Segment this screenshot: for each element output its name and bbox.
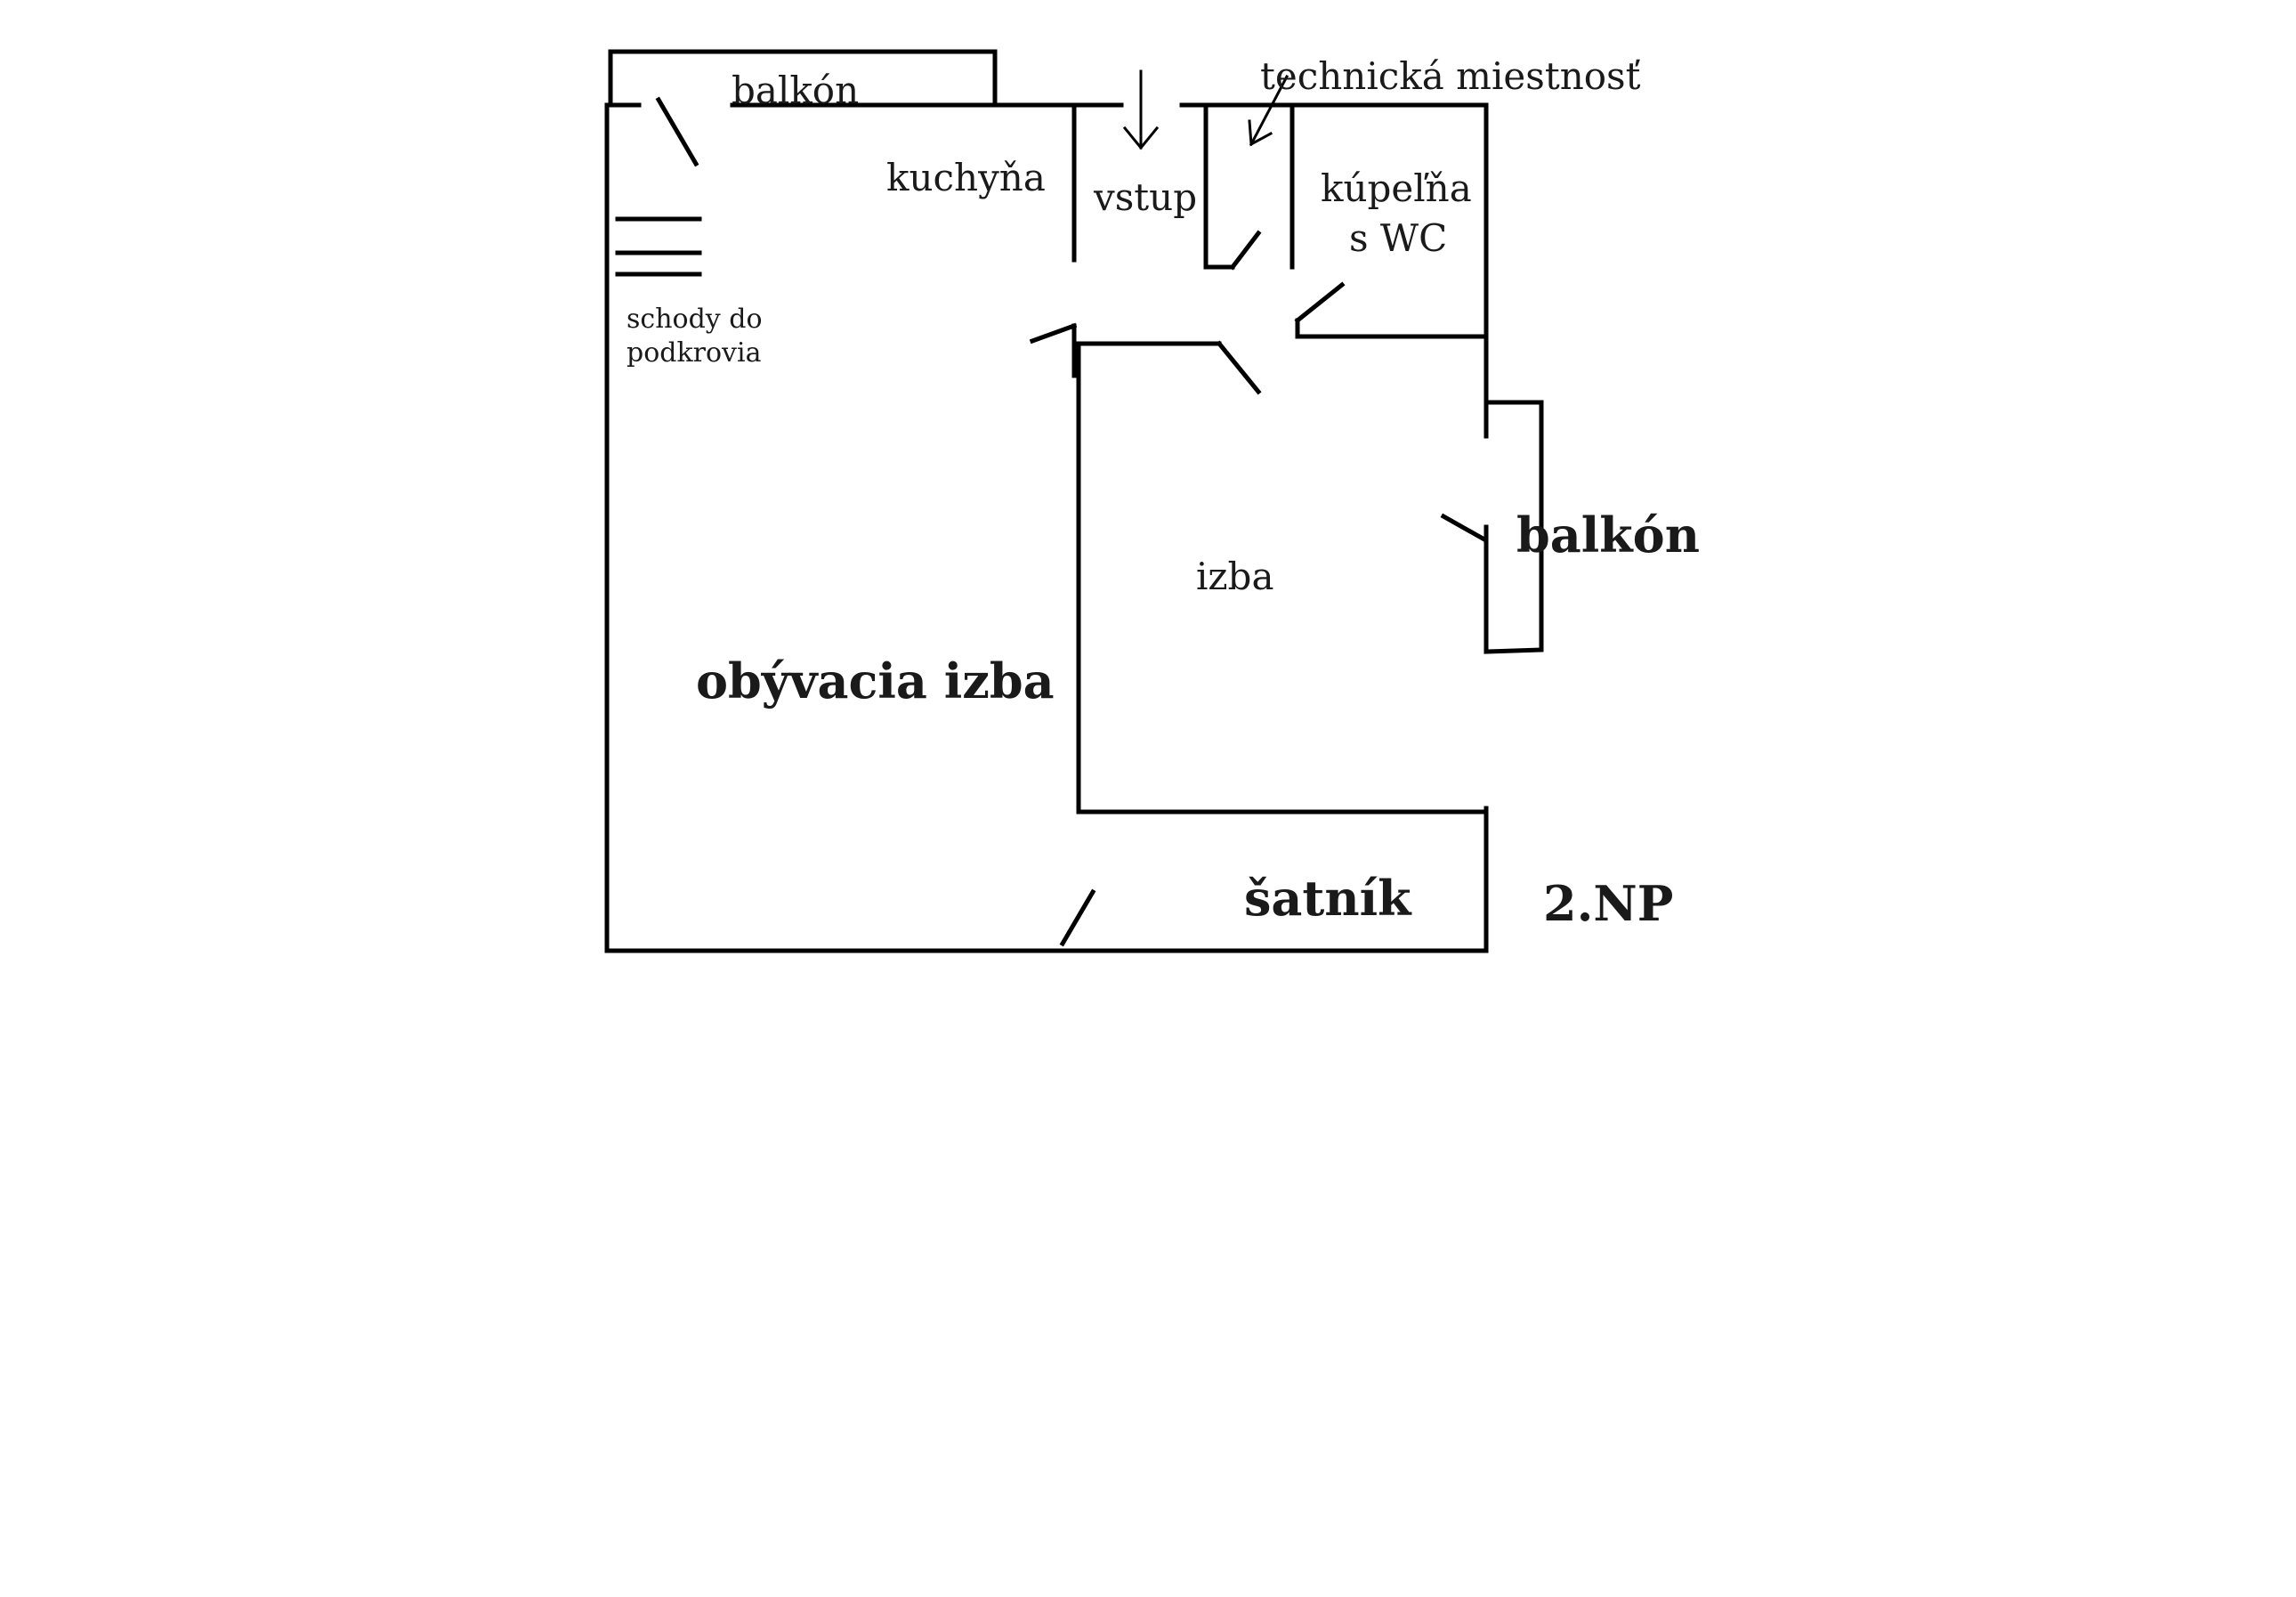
label-balcony-top: balkón bbox=[732, 69, 859, 112]
bedroom-walls bbox=[1029, 322, 1489, 815]
balcony-right-outline bbox=[1484, 400, 1544, 654]
door-wardrobe bbox=[1059, 888, 1096, 947]
label-stairs-line1: schody do bbox=[627, 304, 763, 335]
label-balcony-right: balkón bbox=[1516, 507, 1700, 563]
stairs-icon bbox=[615, 216, 702, 277]
entrance-arrow-icon bbox=[1122, 69, 1160, 150]
label-wardrobe: šatník bbox=[1244, 870, 1412, 927]
outer-walls bbox=[604, 102, 1489, 953]
label-bathroom-line2: s WC bbox=[1349, 216, 1447, 260]
label-floor: 2.NP bbox=[1543, 875, 1673, 932]
label-living-room: obývacia izba bbox=[696, 653, 1055, 709]
label-entrance: vstup bbox=[1093, 175, 1197, 219]
label-stairs-line2: podkrovia bbox=[627, 337, 762, 369]
technical-room-walls bbox=[1203, 102, 1295, 271]
label-technical-room: technická miestnosť bbox=[1260, 54, 1641, 98]
door-balcony-right bbox=[1440, 513, 1488, 543]
door-balcony-top bbox=[655, 96, 699, 167]
label-kitchen: kuchyňa bbox=[886, 156, 1046, 199]
label-bedroom: izba bbox=[1196, 555, 1274, 598]
technical-room-arrow-icon bbox=[1248, 74, 1289, 147]
balcony-top-outline bbox=[608, 49, 998, 108]
label-bathroom-line1: kúpeľňa bbox=[1321, 166, 1472, 210]
bathroom-walls bbox=[1294, 281, 1489, 339]
